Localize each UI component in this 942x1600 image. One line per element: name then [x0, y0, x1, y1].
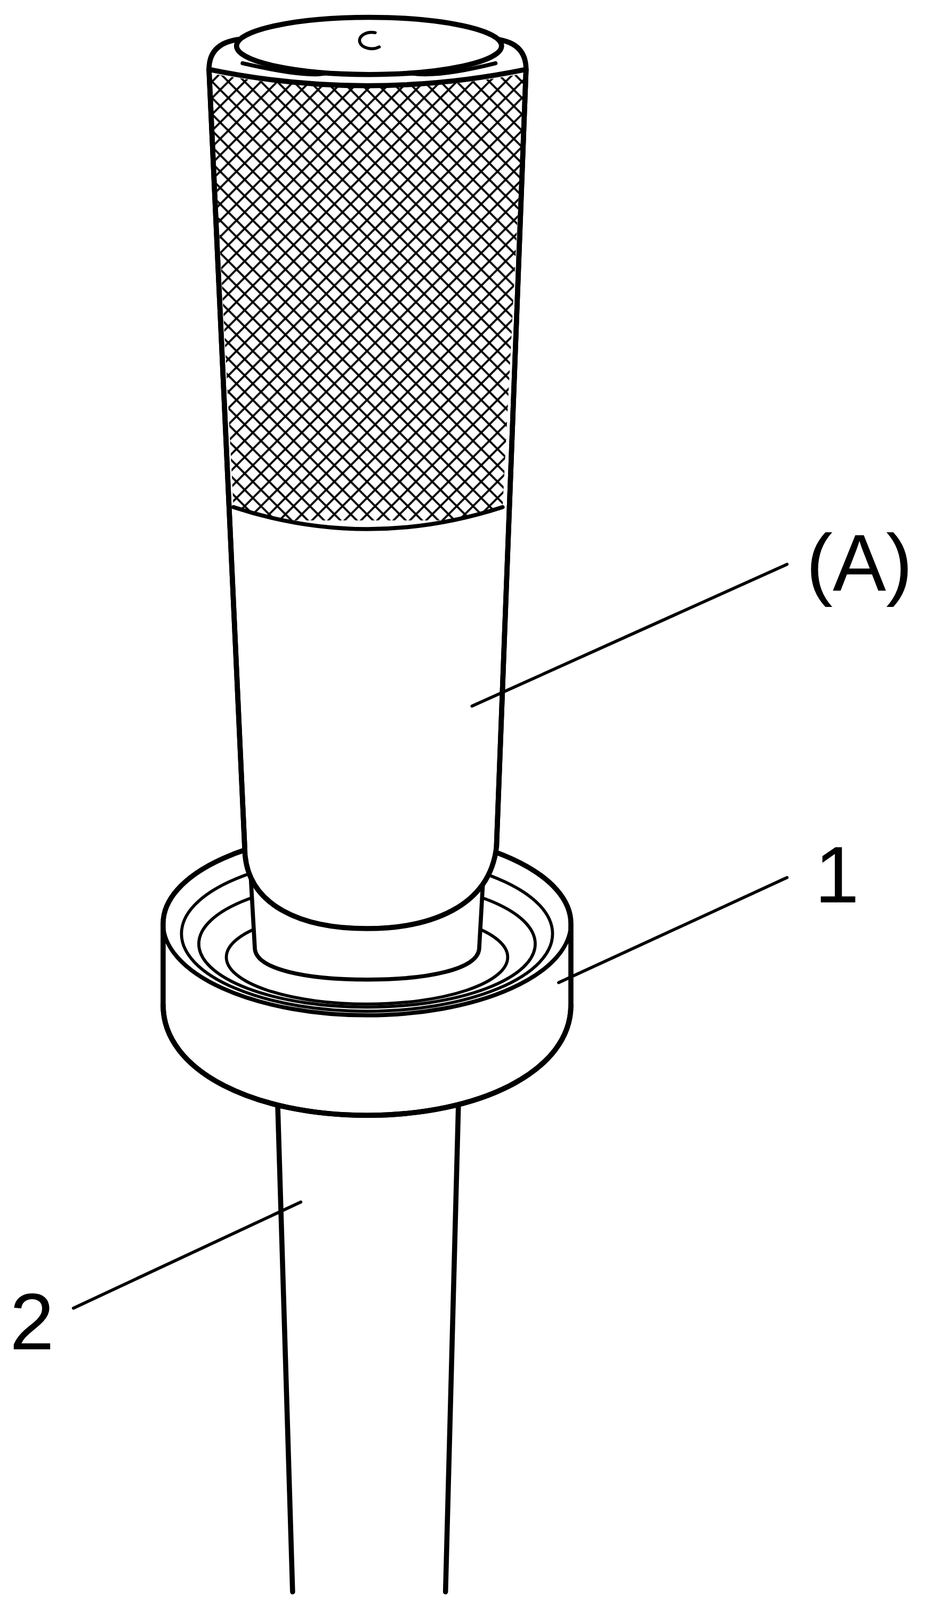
knurled-grip — [193, 61, 541, 521]
cap-mark — [359, 32, 380, 50]
callout-label: 2 — [9, 1281, 54, 1362]
shaft — [277, 1091, 459, 1592]
leader-line — [558, 876, 787, 982]
leader-line — [73, 1201, 301, 1308]
callout-label: 1 — [814, 834, 859, 915]
callout-label: (A) — [806, 522, 913, 603]
leader-line — [471, 564, 787, 706]
